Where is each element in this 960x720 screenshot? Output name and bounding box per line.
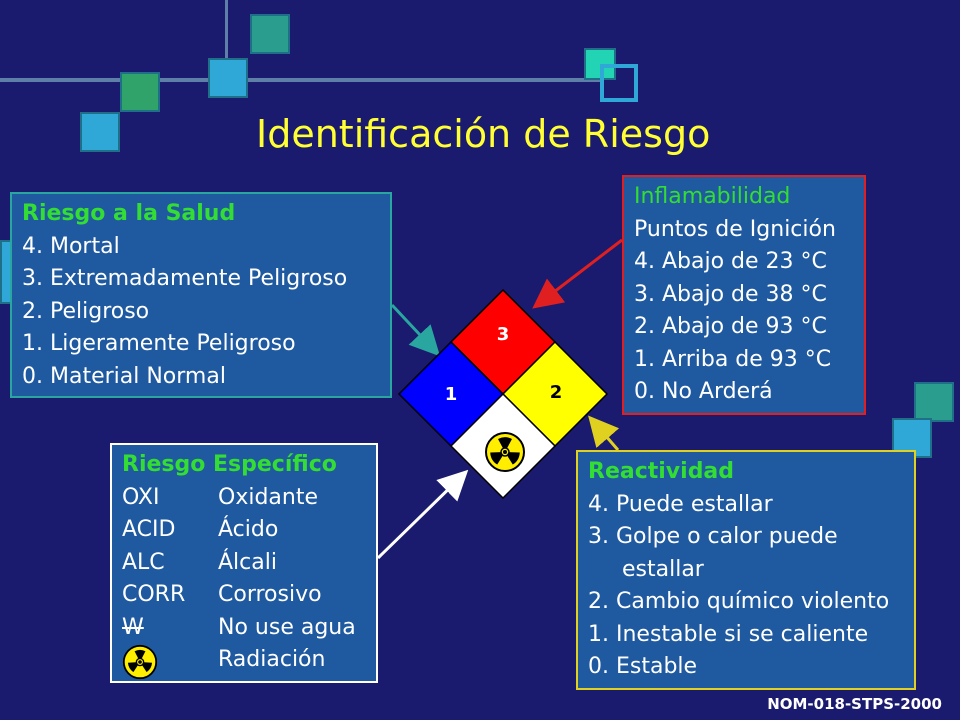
hazard-code: W — [122, 612, 218, 645]
list-item: 1. Ligeramente Peligroso — [22, 331, 296, 356]
arrow-especifico — [376, 469, 469, 560]
list-item: 3. Extremadamente Peligroso — [22, 266, 348, 291]
list-item: OXI Oxidante — [122, 482, 366, 515]
diamond-top-number: 3 — [497, 324, 510, 345]
hazard-code: ACID — [122, 517, 176, 542]
hazard-code — [122, 644, 218, 680]
hazard-description: Oxidante — [218, 484, 318, 510]
list-item: 4. Puede estallar — [588, 491, 773, 517]
decorative-line-top — [0, 78, 600, 82]
list-item: CORR Corrosivo — [122, 579, 366, 612]
hazard-code: OXI — [122, 484, 160, 510]
list-item: 2. Abajo de 93 °C — [634, 314, 827, 339]
list-item: 3. Golpe o calor puede — [588, 524, 838, 549]
reactivity-heading: Reactividad — [588, 459, 735, 484]
flammability-heading: Inflamabilidad — [634, 184, 791, 209]
flammability-box: Inflamabilidad Puntos de Ignición 4. Aba… — [622, 175, 866, 415]
hazard-description: Corrosivo — [218, 582, 322, 607]
health-hazard-box: Riesgo a la Salud 4. Mortal 3. Extremada… — [10, 192, 392, 398]
list-item: 2. Cambio químico violento — [588, 589, 890, 614]
decorative-square — [208, 58, 248, 98]
flammability-subheading: Puntos de Ignición — [634, 216, 836, 242]
decorative-square — [250, 14, 290, 54]
diamond-left-number: 1 — [445, 384, 458, 405]
arrow-inflamabilidad — [532, 238, 623, 309]
list-item: 0. Estable — [588, 654, 698, 679]
health-hazard-heading: Riesgo a la Salud — [22, 201, 236, 226]
decorative-square — [600, 64, 638, 102]
list-item: W No use agua — [122, 612, 366, 645]
list-item: 0. Material Normal — [22, 363, 226, 389]
radiation-icon — [122, 644, 158, 680]
list-item: 4. Mortal — [22, 233, 120, 259]
list-item: estallar — [622, 556, 704, 582]
decorative-square — [120, 72, 160, 112]
list-item: 0. No Arderá — [634, 379, 773, 404]
reactivity-box: Reactividad 4. Puede estallar 3. Golpe o… — [576, 450, 916, 690]
list-item: ACID Ácido — [122, 514, 366, 547]
specific-hazard-heading: Riesgo Específico — [122, 452, 337, 477]
arrow-salud — [390, 303, 441, 357]
hazard-description: Radiación — [218, 647, 326, 672]
list-item: ALC Álcali — [122, 547, 366, 580]
decorative-square — [914, 382, 954, 422]
hazard-code: ALC — [122, 549, 165, 575]
radiation-icon — [485, 432, 525, 472]
decorative-square — [80, 112, 120, 152]
hazard-description: Ácido — [218, 517, 279, 542]
list-item: 1. Inestable si se caliente — [588, 621, 869, 647]
list-item: 3. Abajo de 38 °C — [634, 281, 827, 307]
diamond-right-number: 2 — [550, 382, 563, 403]
decorative-line-vertical — [225, 0, 228, 60]
hazard-code: CORR — [122, 582, 186, 607]
arrow-reactividad — [588, 415, 620, 451]
list-item: 2. Peligroso — [22, 298, 150, 324]
list-item: 4. Abajo de 23 °C — [634, 249, 827, 274]
footer-reference: NOM-018-STPS-2000 — [767, 695, 942, 713]
hazard-description: Álcali — [218, 549, 277, 575]
hazard-description: No use agua — [218, 614, 356, 640]
no-water-symbol: W — [122, 614, 144, 640]
list-item: 1. Arriba de 93 °C — [634, 346, 832, 372]
list-item: Radiación — [122, 644, 366, 680]
specific-hazard-box: Riesgo Específico OXI Oxidante ACID Ácid… — [110, 443, 378, 683]
page-title: Identificación de Riesgo — [256, 112, 711, 156]
